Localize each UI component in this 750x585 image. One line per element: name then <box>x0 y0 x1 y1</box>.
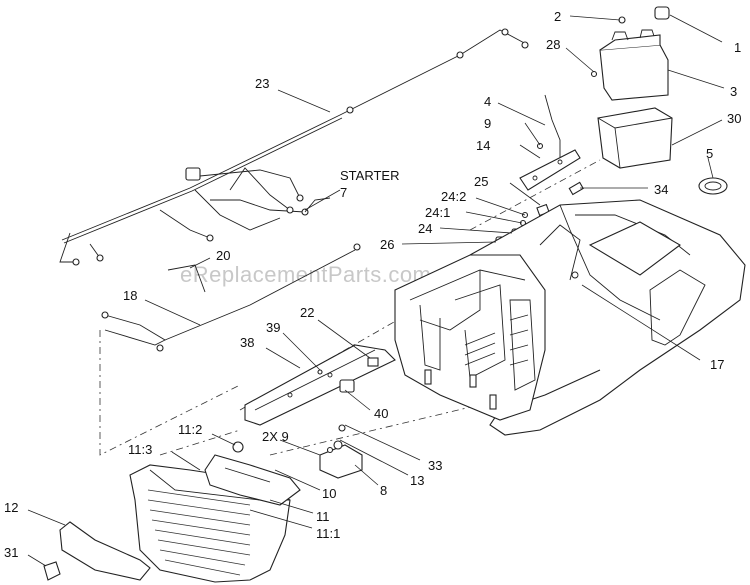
fastener-39 <box>317 369 323 375</box>
wire-harness-23 <box>59 28 529 266</box>
wire-20 <box>167 264 206 293</box>
label-8: 8 <box>380 483 387 498</box>
label-starter: STARTER <box>340 168 399 183</box>
battery-tray-30 <box>597 107 673 169</box>
label-23: 23 <box>255 76 269 91</box>
headlight-bar-10 <box>204 454 301 506</box>
label-2: 2 <box>554 9 561 24</box>
nut-28 <box>590 70 598 78</box>
fender-pan <box>469 199 746 436</box>
terminal-cap-1 <box>654 6 670 20</box>
label-1: 1 <box>734 40 741 55</box>
label-30: 30 <box>727 111 741 126</box>
label-9: 9 <box>484 116 491 131</box>
label-11: 11 <box>316 509 330 524</box>
label-12: 12 <box>4 500 18 515</box>
emblem-31 <box>43 561 61 581</box>
switch-22 <box>367 357 379 367</box>
label-38: 38 <box>240 335 254 350</box>
label-25: 25 <box>474 174 488 189</box>
battery-3 <box>599 29 669 101</box>
bulb-11-2 <box>232 441 244 453</box>
label-5: 5 <box>706 146 713 161</box>
label-13: 13 <box>410 473 424 488</box>
label-20: 20 <box>216 248 230 263</box>
label-33: 33 <box>428 458 442 473</box>
label-3: 3 <box>730 84 737 99</box>
label-10: 10 <box>322 486 336 501</box>
leader-lines <box>27 14 725 567</box>
label-26: 26 <box>380 237 394 252</box>
bracket-14 <box>519 149 581 191</box>
bolt-13 <box>338 424 346 432</box>
harness-18 <box>101 243 361 352</box>
label-22: 22 <box>300 305 314 320</box>
label-18: 18 <box>123 288 137 303</box>
frame-rail-38 <box>244 344 396 426</box>
bumper-12 <box>59 521 151 581</box>
label-24-1: 24:1 <box>425 205 450 220</box>
starter-wire-7 <box>304 197 331 213</box>
label-34: 34 <box>654 182 668 197</box>
grommet-5 <box>698 177 728 195</box>
label-39: 39 <box>266 320 280 335</box>
label-11-3: 11:3 <box>128 442 152 457</box>
label-17: 17 <box>710 357 724 372</box>
fuse-holder-34 <box>568 181 584 196</box>
label-24-2: 24:2 <box>441 189 466 204</box>
watermark-text: eReplacementParts.com <box>180 262 431 287</box>
label-2x9: 2X 9 <box>262 429 289 444</box>
label-28: 28 <box>546 37 560 52</box>
label-40: 40 <box>374 406 388 421</box>
label-14: 14 <box>476 138 490 153</box>
starter-solenoid-8 <box>319 440 363 479</box>
screw-9 <box>536 142 544 150</box>
label-4: 4 <box>484 94 491 109</box>
label-7: 7 <box>340 185 347 200</box>
label-24: 24 <box>418 221 432 236</box>
connector-40 <box>339 379 355 393</box>
dash-console <box>394 254 546 421</box>
label-11-1: 11:1 <box>316 526 340 541</box>
label-31: 31 <box>4 545 18 560</box>
part-labels: 1 2 28 3 4 30 9 14 5 STARTER 25 34 7 24:… <box>4 9 741 560</box>
label-11-2: 11:2 <box>178 422 202 437</box>
